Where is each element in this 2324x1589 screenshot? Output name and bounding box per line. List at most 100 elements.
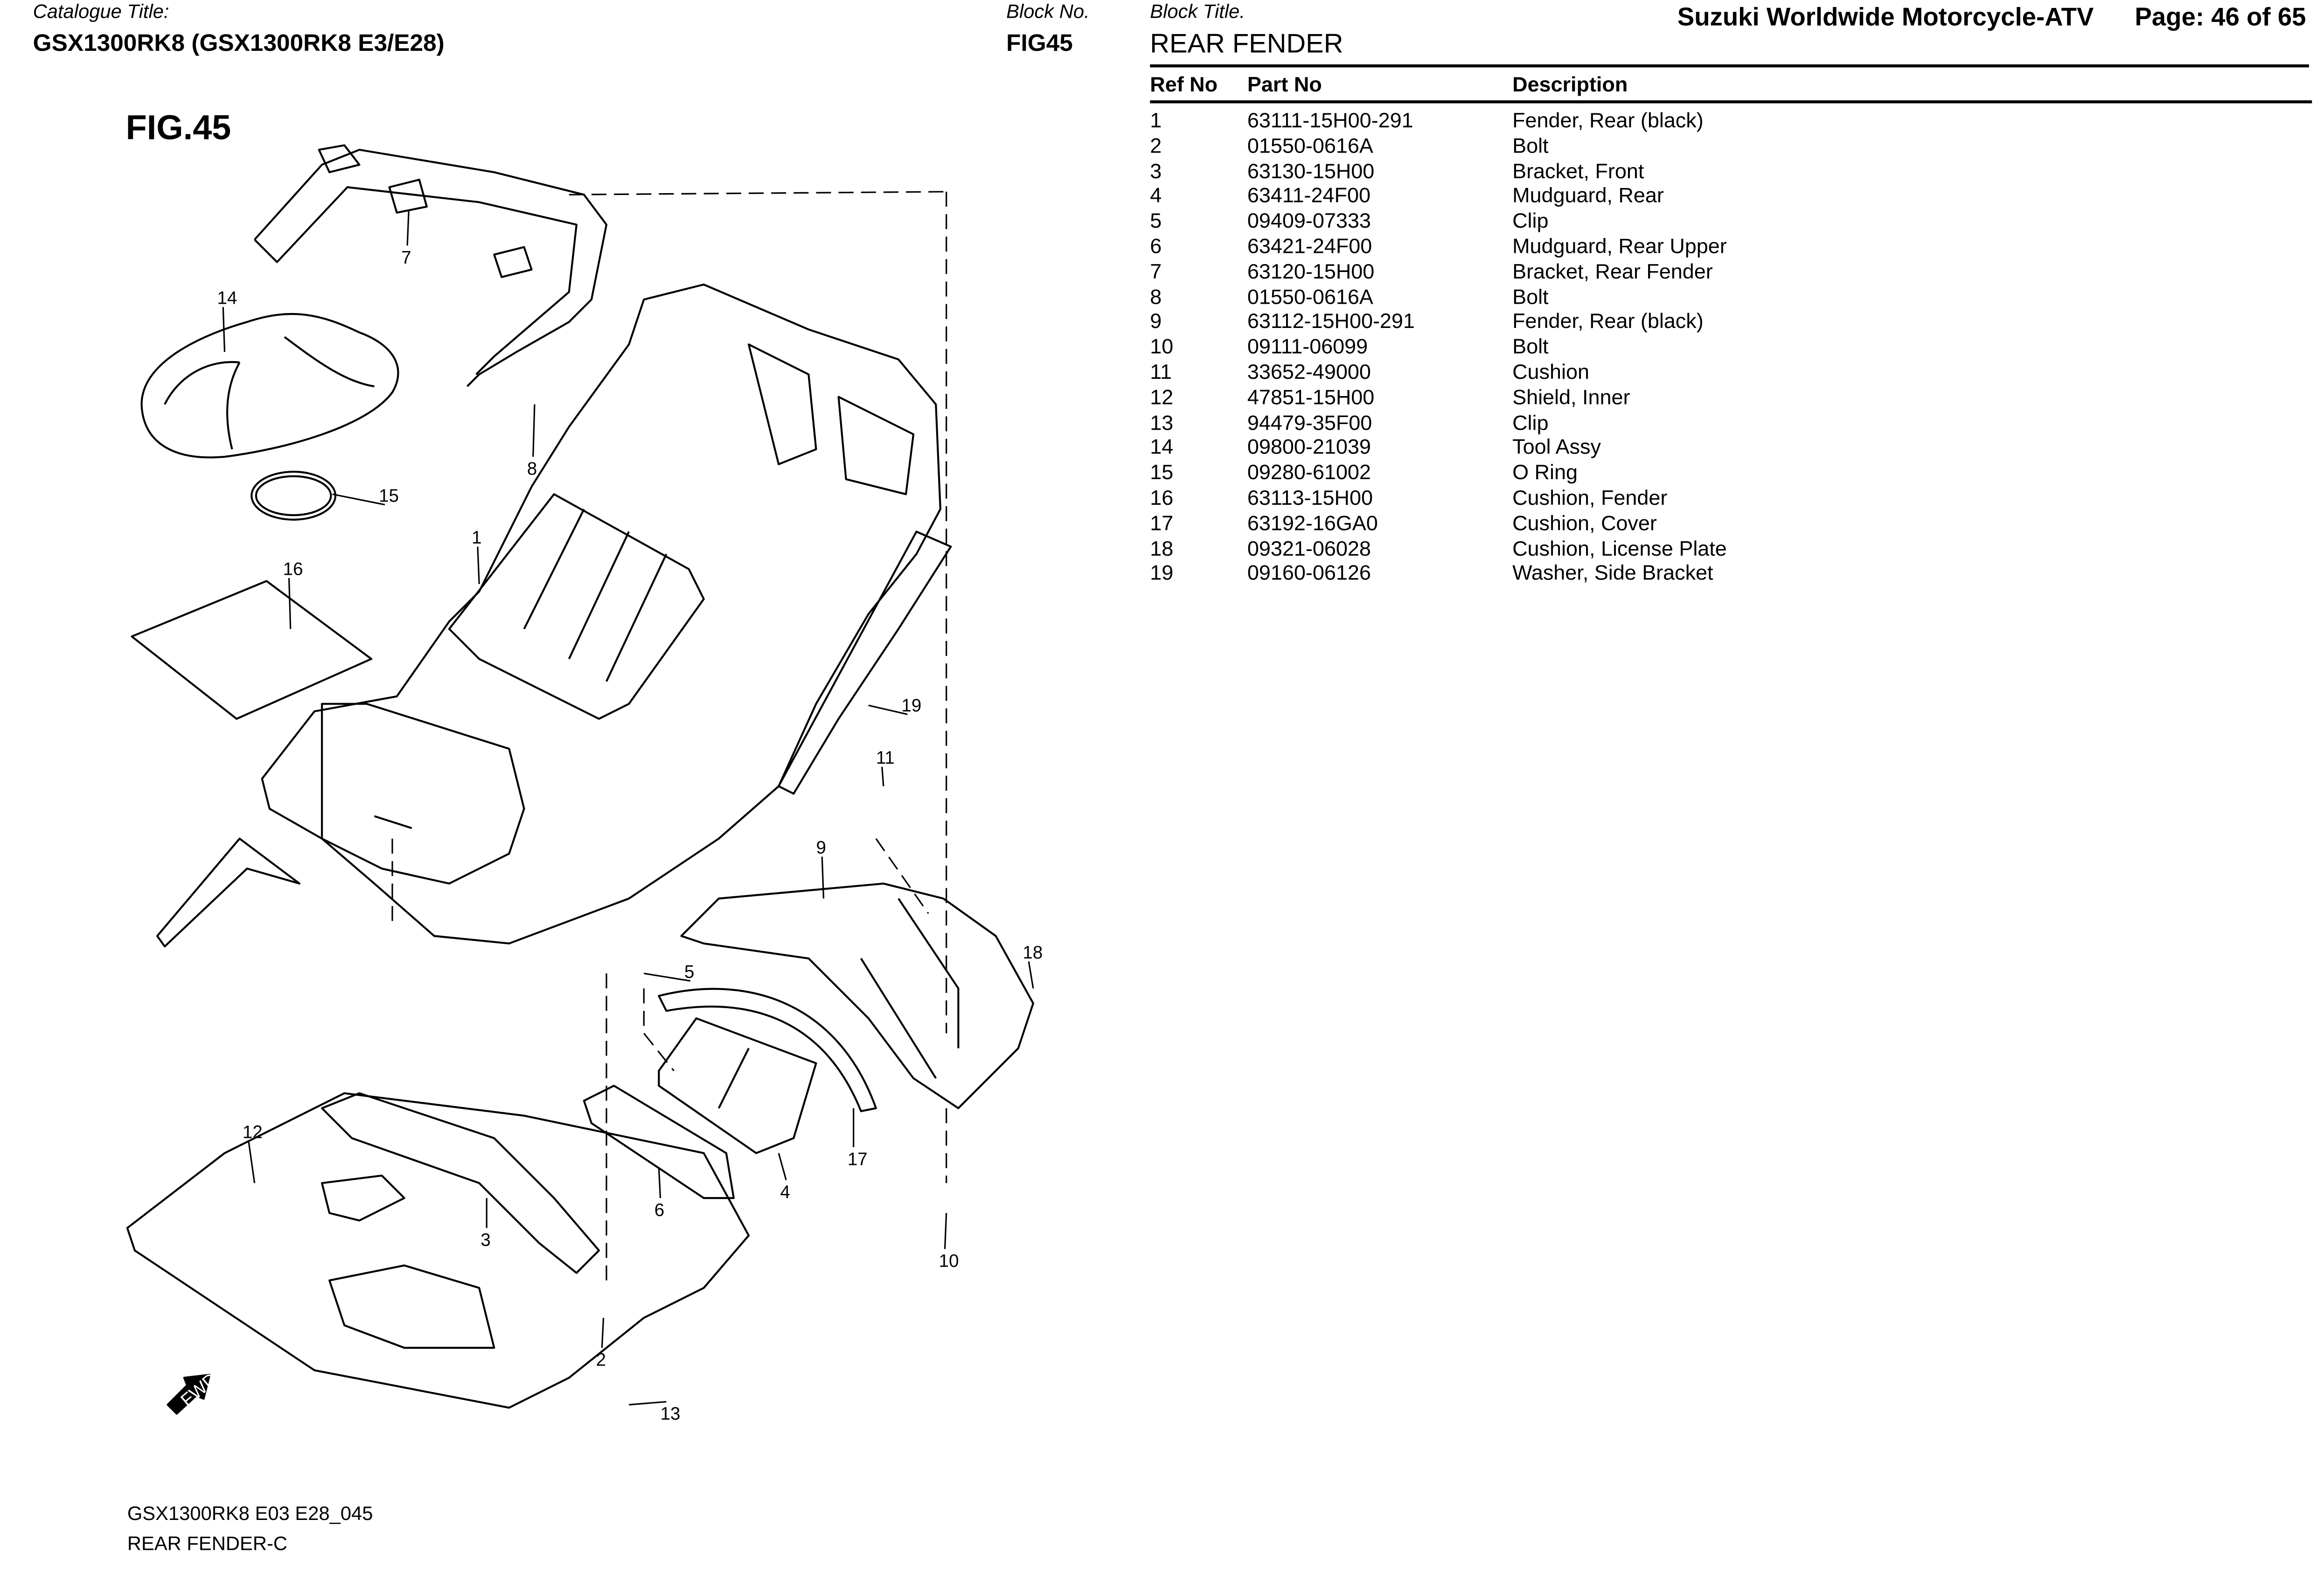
callout-label: 4	[780, 1182, 790, 1202]
callout-label: 10	[939, 1251, 959, 1271]
callout-leader	[332, 493, 385, 506]
part-no-cell: 09409-07333	[1247, 208, 1371, 233]
callout-label: 13	[661, 1404, 681, 1424]
callout-leader	[778, 1153, 787, 1180]
block-title: REAR FENDER	[1150, 28, 1343, 59]
mudguard-upper-drawing	[583, 1085, 735, 1199]
callout-leader	[222, 307, 226, 352]
ref-no-cell: 7	[1150, 258, 1162, 283]
ref-no-cell: 4	[1150, 183, 1162, 208]
part-no-cell: 47851-15H00	[1247, 384, 1375, 409]
footer-drawing-name: REAR FENDER-C	[127, 1532, 288, 1554]
mudguard-rear-drawing	[658, 1017, 817, 1154]
ref-no-cell: 15	[1150, 460, 1174, 484]
callout-leader	[532, 404, 536, 457]
fwd-arrow-icon	[167, 1373, 211, 1415]
tool-bag-drawing	[140, 313, 399, 459]
description-cell: Bracket, Front	[1512, 158, 1644, 182]
header-rule	[1150, 64, 2309, 68]
page-number: Page: 46 of 65	[2135, 3, 2306, 32]
catalogue-title-label: Catalogue Title:	[33, 0, 169, 23]
callout-leader	[406, 209, 410, 246]
ref-no-cell: 3	[1150, 158, 1162, 182]
inner-shield-drawing	[126, 1092, 750, 1409]
callout-label: 8	[527, 459, 537, 479]
description-cell: Shield, Inner	[1512, 384, 1630, 409]
part-no-cell: 94479-35F00	[1247, 410, 1372, 434]
callout-label: 11	[876, 748, 895, 768]
publisher: Suzuki Worldwide Motorcycle-ATV	[1677, 3, 2094, 32]
ref-no-cell: 2	[1150, 133, 1162, 157]
part-no-cell: 63411-24F00	[1247, 183, 1371, 208]
catalogue-title: GSX1300RK8 (GSX1300RK8 E3/E28)	[33, 31, 445, 57]
description-cell: Cushion, License Plate	[1512, 535, 1727, 560]
callout-label: 6	[654, 1200, 664, 1220]
footer-drawing-code: GSX1300RK8 E03 E28_045	[127, 1502, 373, 1525]
callout-leader	[881, 767, 884, 787]
callout-leader	[644, 972, 691, 982]
callout-leader	[868, 704, 908, 715]
col-description: Description	[1512, 72, 1628, 96]
ref-no-cell: 16	[1150, 485, 1174, 509]
ref-no-cell: 19	[1150, 560, 1174, 585]
ref-no-cell: 6	[1150, 233, 1162, 258]
callout-label: 2	[596, 1350, 606, 1370]
ref-no-cell: 17	[1150, 510, 1174, 535]
part-no-cell: 09321-06028	[1247, 535, 1371, 560]
col-part-no: Part No	[1247, 72, 1322, 96]
callout-label: 7	[401, 248, 411, 268]
callout-label: 19	[901, 696, 921, 716]
publisher-page: Suzuki Worldwide Motorcycle-ATV Page: 46…	[1677, 3, 2306, 33]
ref-no-cell: 5	[1150, 208, 1162, 233]
description-cell: Cushion	[1512, 359, 1590, 383]
callout-leader	[629, 1401, 667, 1406]
description-cell: Bracket, Rear Fender	[1512, 258, 1713, 283]
callout-leader	[288, 578, 292, 629]
callout-leader	[248, 1141, 256, 1184]
part-no-cell: 09800-21039	[1247, 435, 1371, 459]
ref-no-cell: 8	[1150, 284, 1162, 308]
ref-no-cell: 1	[1150, 108, 1162, 132]
block-no: FIG45	[1006, 31, 1073, 57]
part-no-cell: 09280-61002	[1247, 460, 1371, 484]
o-ring-drawing	[250, 471, 337, 521]
part-no-cell: 01550-0616A	[1247, 284, 1373, 308]
callout-label: 9	[816, 838, 826, 858]
block-title-label: Block Title.	[1150, 0, 1245, 23]
ref-no-cell: 11	[1150, 359, 1172, 383]
part-no-cell: 63112-15H00-291	[1247, 309, 1415, 333]
description-cell: Mudguard, Rear Upper	[1512, 233, 1727, 258]
description-cell: Cushion, Cover	[1512, 510, 1657, 535]
bracket-front-drawing	[321, 1092, 600, 1274]
callout-leader	[477, 546, 480, 584]
part-no-cell: 09111-06099	[1247, 334, 1368, 358]
description-cell: Fender, Rear (black)	[1512, 108, 1704, 132]
callout-label: 14	[217, 288, 237, 308]
table-row: 17 63192-16GA0 Cushion, Cover	[1150, 510, 2288, 536]
col-ref-no: Ref No	[1150, 72, 1218, 96]
callout-label: 5	[684, 962, 694, 982]
part-no-cell: 09160-06126	[1247, 560, 1371, 585]
ref-no-cell: 12	[1150, 384, 1174, 409]
callout-label: 1	[472, 528, 481, 548]
bracket-rear-fender-drawing	[254, 144, 608, 387]
ref-no-cell: 10	[1150, 334, 1174, 358]
figure-title: FIG.45	[125, 108, 231, 147]
part-no-cell: 63192-16GA0	[1247, 510, 1378, 535]
description-cell: Clip	[1512, 208, 1549, 233]
description-cell: Bolt	[1512, 334, 1549, 358]
callout-label: 18	[1023, 942, 1043, 962]
callout-label: 16	[283, 559, 303, 579]
